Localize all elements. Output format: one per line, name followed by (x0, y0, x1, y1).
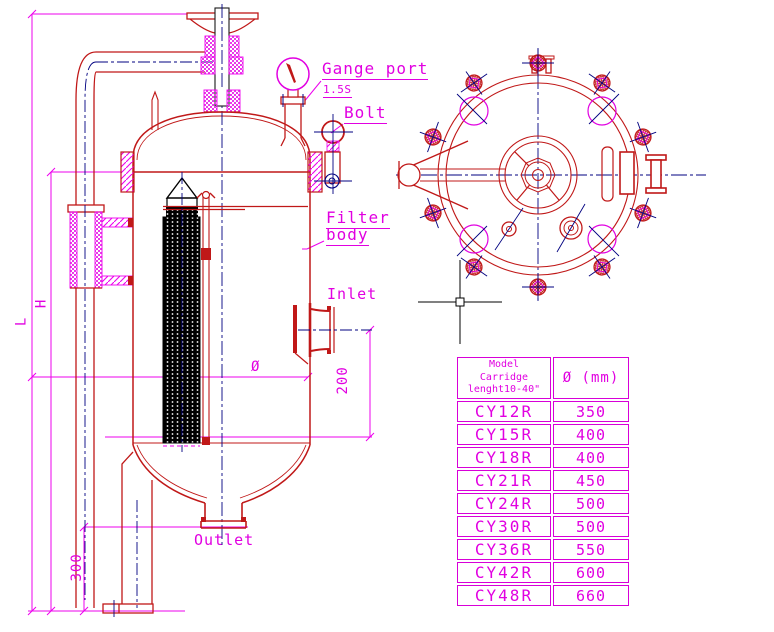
top-view (396, 48, 706, 302)
gauge-port-label: Gange port (322, 59, 429, 80)
crosshair-cursor (418, 260, 502, 344)
dim-height-label: H (33, 298, 50, 309)
spec-header-model: Model Carridge lenght10-40" (457, 357, 551, 399)
filter-cartridge (162, 172, 308, 452)
dim-length-label: L (13, 316, 30, 327)
bolt-label: Bolt (344, 103, 387, 124)
inlet-nozzle (293, 303, 372, 365)
outlet-nozzle (200, 503, 247, 529)
support-leg (102, 451, 154, 617)
vessel-body (120, 88, 323, 545)
outlet-label: Outlet (194, 531, 255, 549)
gauge-port-size-label: 1.5S (323, 83, 352, 98)
gauge-assembly (276, 57, 310, 147)
bolt-assembly (314, 114, 353, 194)
spec-header-diameter: Ø (mm) (553, 357, 629, 399)
dim-200-label: 200 (334, 366, 351, 395)
spec-table: Model Carridge lenght10-40" Ø (mm) CY12R… (455, 355, 631, 608)
external-pipe (67, 51, 214, 608)
filter-body-label-line2: body (326, 225, 369, 246)
dim-300-label: 300 (68, 553, 85, 582)
valve-assembly (186, 4, 259, 113)
inlet-label: Inlet (327, 285, 378, 303)
spec-table-header-row: Model Carridge lenght10-40" Ø (mm) (457, 357, 629, 399)
dim-diameter-label: Ø (251, 359, 261, 375)
filter-body-label-line1: Filter (326, 208, 390, 229)
